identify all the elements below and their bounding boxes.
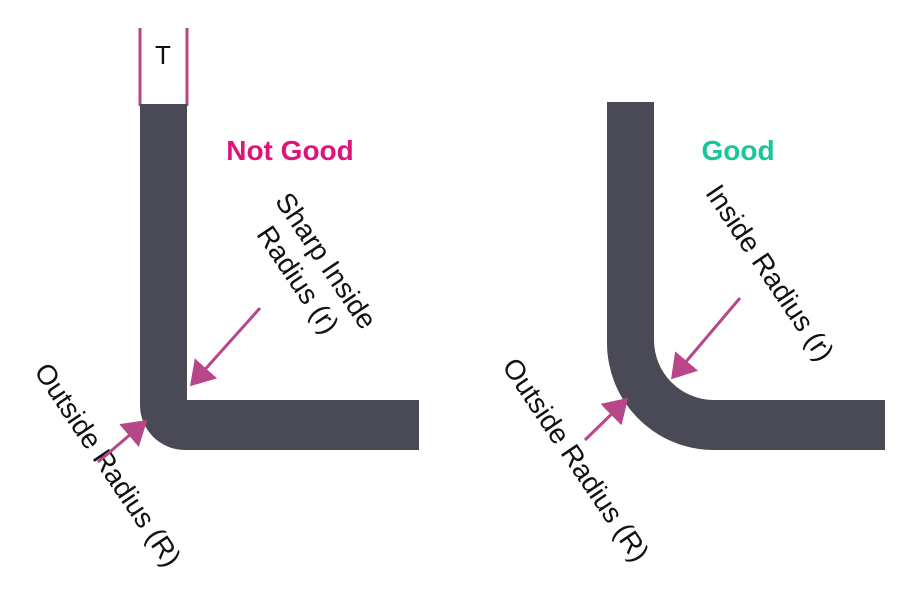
outside-radius-arrow-right (583, 397, 629, 442)
inside-radius-arrow-right (671, 297, 742, 380)
thickness-label: T (155, 40, 171, 70)
sharp-inside-radius-label: Sharp Inside Radius (r) (251, 187, 383, 339)
outside-radius-arrow-left (97, 420, 148, 464)
bent-bar-sharp (140, 104, 419, 450)
not-good-title: Not Good (226, 135, 354, 166)
not-good-diagram: T Not Good Sharp Inside Radius (r) Outsi… (28, 28, 419, 572)
inside-radius-label-right: Inside Radius (r) (700, 179, 841, 367)
good-diagram: Good Inside Radius (r) Outside Radius (R… (496, 102, 885, 567)
inside-radius-arrow-left (189, 306, 262, 387)
bent-bar-rounded (607, 102, 885, 450)
good-title: Good (701, 135, 774, 166)
